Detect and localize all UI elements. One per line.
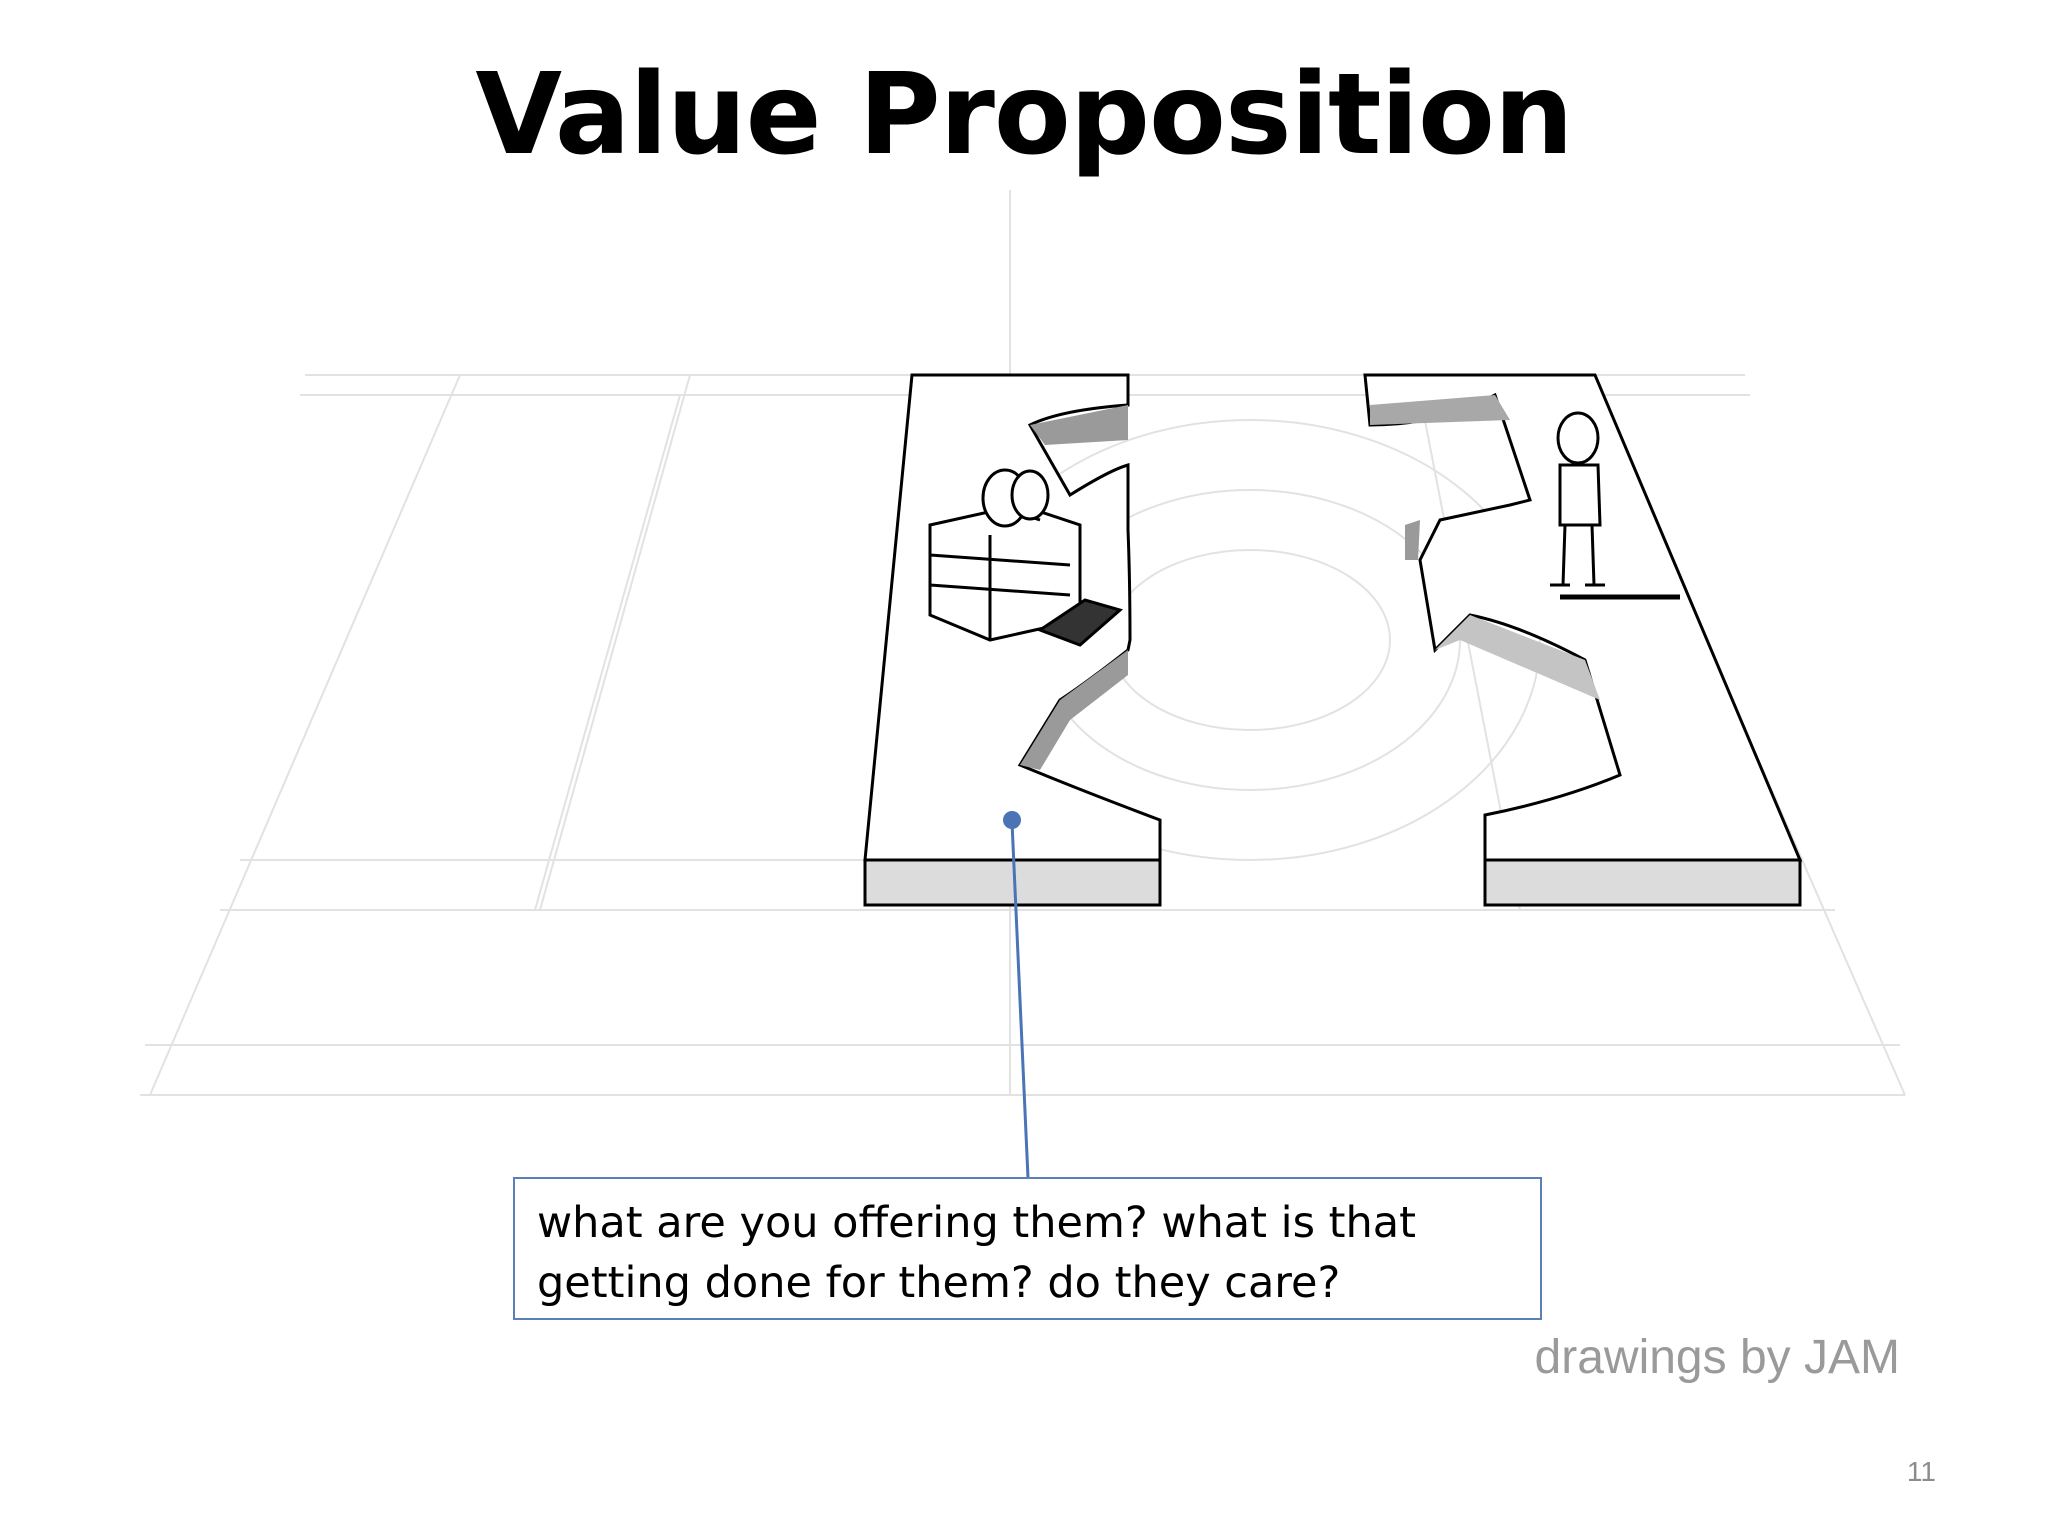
page-number: 11	[1906, 1456, 1936, 1487]
callout-connector	[1003, 811, 1030, 1179]
drawing-credit: drawings by JAM	[1534, 1331, 1900, 1384]
customer-segment-block	[1363, 373, 1803, 907]
callout-box: what are you offering them? what is that…	[513, 1177, 1542, 1320]
gift-box-icon	[928, 468, 1124, 647]
person-figure-icon	[1550, 411, 1680, 600]
slide-title: Value Proposition	[475, 50, 1573, 180]
